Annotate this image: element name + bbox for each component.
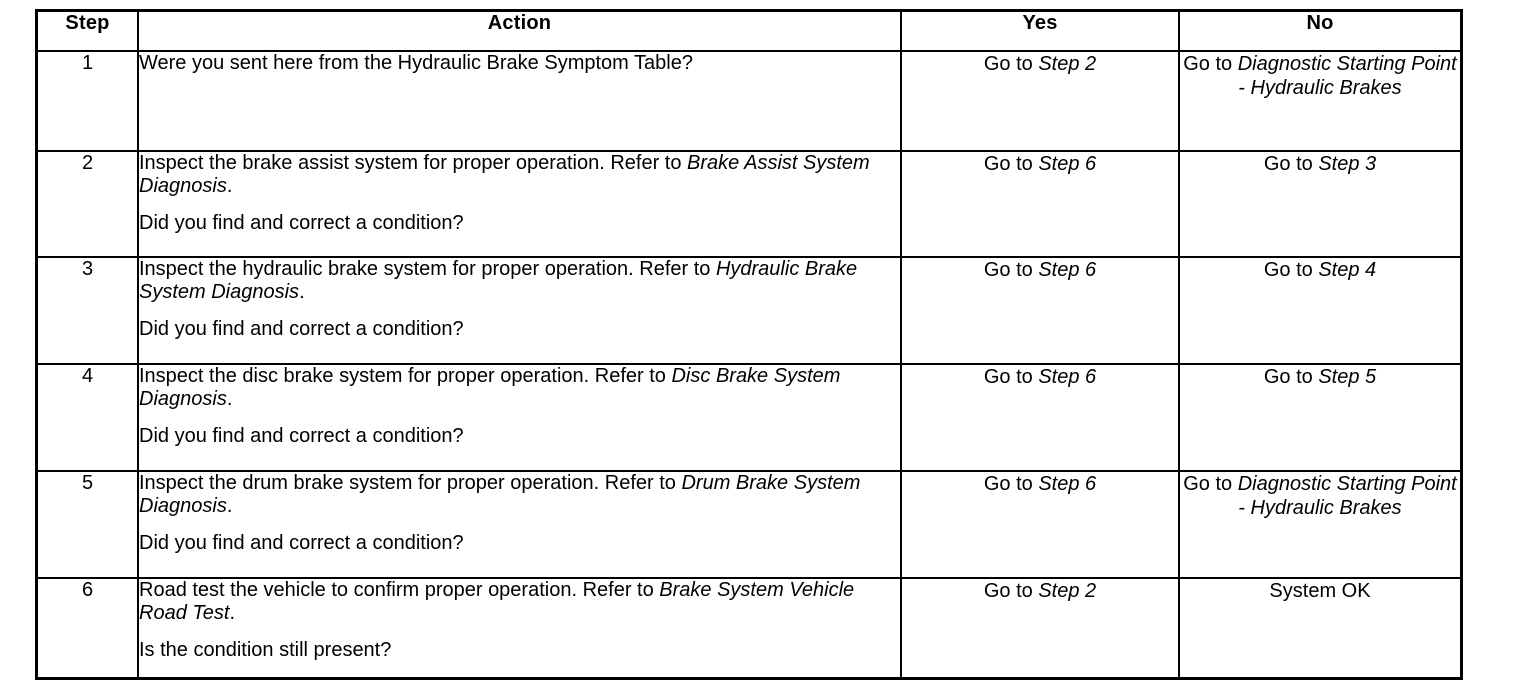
action-question: Did you find and correct a condition?: [139, 317, 464, 340]
no-prefix: Go to: [1263, 153, 1319, 175]
action-lead-italic: Brake: [659, 579, 712, 601]
column-header-yes: Yes: [900, 10, 1180, 52]
action-lead: Road test the vehicle to confirm proper …: [139, 579, 660, 601]
no-prefix: System OK: [1269, 580, 1371, 602]
yes-cell: Go to Step 2: [900, 50, 1180, 152]
table-row: 4 Inspect the disc brake system for prop…: [36, 363, 1462, 472]
no-ref: Diagnostic Starting Point - Hydraulic Br…: [1237, 53, 1457, 100]
step-number: 4: [36, 363, 139, 472]
action-text: Were you sent here from the Hydraulic Br…: [139, 52, 900, 75]
action-cell: Inspect the disc brake system for proper…: [137, 363, 902, 472]
table-body: 1 Were you sent here from the Hydraulic …: [36, 50, 1462, 679]
step-number: 1: [36, 50, 139, 152]
no-prefix: Go to: [1183, 53, 1238, 75]
action-text: Road test the vehicle to confirm proper …: [139, 579, 900, 626]
action-ref: Hydraulic Brake System Diagnosis: [139, 258, 858, 304]
yes-ref: Step 6: [1038, 366, 1097, 388]
action-cell: Inspect the drum brake system for proper…: [137, 470, 902, 579]
action-question: Did you find and correct a condition?: [139, 424, 464, 447]
action-text: Inspect the brake assist system for prop…: [139, 152, 900, 199]
yes-cell: Go to Step 6: [900, 470, 1180, 579]
header-row: Step Action Yes No: [36, 10, 1462, 52]
yes-ref: Step 2: [1038, 53, 1097, 75]
column-header-action: Action: [137, 10, 902, 52]
column-header-no: No: [1178, 10, 1462, 52]
action-ref: Brake System Diagnosis: [139, 365, 841, 411]
table-header: Step Action Yes No: [36, 10, 1462, 52]
yes-cell: Go to Step 2: [900, 577, 1180, 679]
action-text: Inspect the hydraulic brake system for p…: [139, 258, 900, 305]
action-ref: Brake Assist System Diagnosis: [139, 152, 870, 198]
yes-ref: Step 2: [1038, 580, 1097, 602]
yes-ref: Step 6: [1038, 259, 1097, 281]
action-text: Inspect the disc brake system for proper…: [139, 365, 900, 412]
yes-cell: Go to Step 6: [900, 363, 1180, 472]
yes-prefix: Go to: [983, 580, 1039, 602]
action-period: .: [229, 602, 235, 625]
action-text: Inspect the drum brake system for proper…: [139, 472, 900, 519]
action-period: .: [226, 495, 233, 518]
action-lead: Inspect the disc brake system for proper…: [139, 365, 672, 387]
yes-cell: Go to Step 6: [900, 150, 1180, 258]
action-cell: Were you sent here from the Hydraulic Br…: [137, 50, 902, 152]
yes-prefix: Go to: [983, 473, 1039, 495]
no-prefix: Go to: [1263, 259, 1319, 281]
step-number: 5: [36, 470, 139, 579]
step-number: 6: [36, 577, 139, 679]
action-cell: Road test the vehicle to confirm proper …: [137, 577, 902, 679]
no-cell: Go to Step 4: [1178, 256, 1462, 365]
step-number: 2: [36, 150, 139, 258]
action-question: Is the condition still present?: [139, 638, 392, 661]
table-row: 1 Were you sent here from the Hydraulic …: [36, 50, 1462, 152]
yes-prefix: Go to: [983, 53, 1039, 75]
step-number: 3: [36, 256, 139, 365]
action-question: Did you find and correct a condition?: [139, 531, 464, 554]
no-cell: Go to Step 3: [1178, 150, 1462, 258]
no-cell: System OK: [1178, 577, 1462, 679]
action-lead-italic: Disc: [671, 365, 711, 387]
table-row: 6 Road test the vehicle to confirm prope…: [36, 577, 1462, 679]
action-lead: Inspect the hydraulic brake system for p…: [139, 258, 716, 280]
table-row: 2 Inspect the brake assist system for pr…: [36, 150, 1462, 258]
no-ref: Step 3: [1318, 153, 1377, 175]
action-period: .: [299, 281, 305, 304]
action-ref: Drum Brake System Diagnosis: [139, 472, 861, 518]
action-cell: Inspect the brake assist system for prop…: [137, 150, 902, 258]
action-lead: Inspect the drum brake system for proper…: [139, 472, 682, 494]
column-header-step: Step: [36, 10, 139, 52]
yes-ref: Step 6: [1038, 153, 1097, 175]
no-ref: Step 5: [1318, 366, 1377, 388]
table-row: 3 Inspect the hydraulic brake system for…: [36, 256, 1462, 365]
no-prefix: Go to: [1183, 473, 1238, 495]
yes-ref: Step 6: [1038, 473, 1097, 495]
yes-prefix: Go to: [983, 259, 1039, 281]
action-question: Did you find and correct a condition?: [139, 211, 464, 234]
no-prefix: Go to: [1263, 366, 1319, 388]
yes-cell: Go to Step 6: [900, 256, 1180, 365]
action-cell: Inspect the hydraulic brake system for p…: [137, 256, 902, 365]
action-lead: Inspect the brake assist system for prop…: [139, 152, 688, 174]
action-period: .: [226, 175, 233, 198]
no-cell: Go to Step 5: [1178, 363, 1462, 472]
no-cell: Go to Diagnostic Starting Point - Hydrau…: [1178, 470, 1462, 579]
action-lead: Were you sent here from the Hydraulic Br…: [139, 52, 693, 74]
no-ref: Step 4: [1318, 259, 1377, 281]
no-cell: Go to Diagnostic Starting Point - Hydrau…: [1178, 50, 1462, 152]
action-period: .: [226, 388, 233, 411]
diagnostic-table: Step Action Yes No 1 Were you sent here …: [35, 9, 1463, 680]
no-ref: Diagnostic Starting Point - Hydraulic Br…: [1237, 473, 1457, 520]
action-ref: System Vehicle Road Test: [139, 579, 855, 625]
table-row: 5 Inspect the drum brake system for prop…: [36, 470, 1462, 579]
yes-prefix: Go to: [983, 366, 1039, 388]
yes-prefix: Go to: [983, 153, 1039, 175]
